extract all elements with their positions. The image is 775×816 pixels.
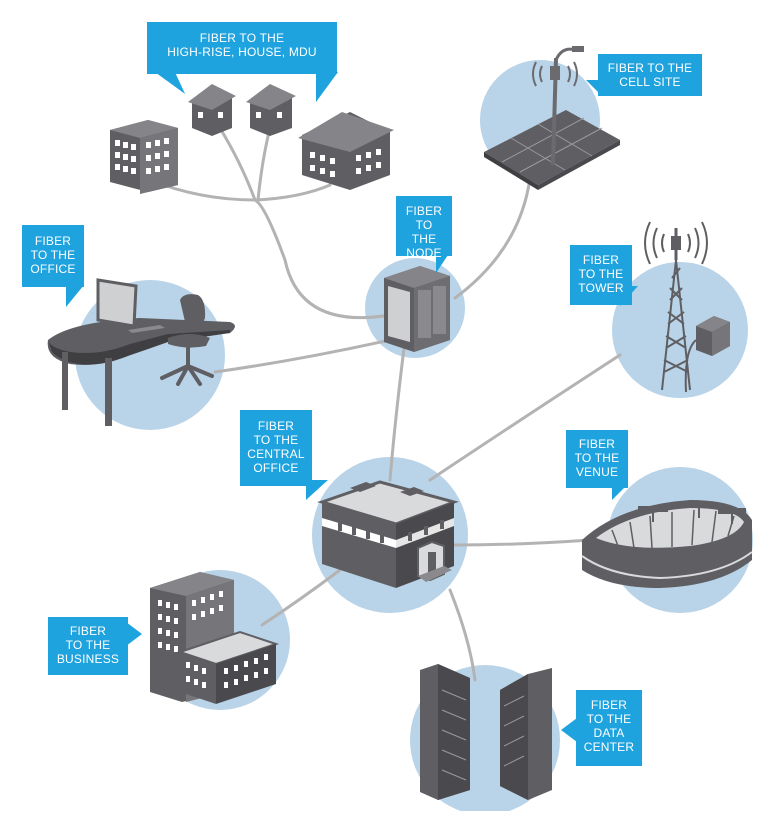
line-co-to-tower [428, 353, 622, 482]
line-co-to-datacenter [448, 588, 477, 682]
line-co-to-node [388, 338, 407, 482]
callout-fiber-to-the-data-center: FIBER TO THE DATA CENTER [576, 690, 642, 766]
callout-cell-line-2: CELL SITE [619, 75, 681, 89]
streetlight-icon [484, 46, 620, 190]
callout-tower-line-3: TOWER [578, 281, 624, 295]
tower-circle [612, 262, 748, 398]
callout-mdu-line-1: FIBER TO THE [199, 31, 285, 45]
stadium-icon [581, 500, 753, 588]
line-node-to-office [213, 338, 392, 374]
callout-venue-line-2: TO THE [574, 451, 620, 465]
buildings-icon [110, 120, 178, 194]
callout-dc-line-2: TO THE [586, 712, 632, 726]
callout-venue-line-1: FIBER [578, 437, 616, 451]
server-racks-icon [420, 664, 552, 800]
callout-fiber-to-the-central-office: FIBER TO THE CENTRAL OFFICE [240, 410, 312, 486]
callout-fiber-to-mdu: FIBER TO THE HIGH-RISE, HOUSE, MDU [147, 22, 337, 74]
callout-co-line-2: TO THE [253, 433, 299, 447]
callout-fiber-to-the-office: FIBER TO THE OFFICE [22, 225, 84, 287]
line-node-to-cell [453, 176, 532, 300]
line-node-to-mdu [253, 198, 392, 320]
callout-fiber-to-the-tower: FIBER TO THE TOWER [570, 245, 632, 305]
callout-venue-line-3: VENUE [575, 465, 619, 479]
callout-fiber-to-the-node: FIBER TO THE NODE [396, 196, 452, 260]
callout-node-line-1: FIBER [405, 204, 443, 218]
business-buildings-icon [150, 572, 280, 704]
line-mdu-house2 [256, 126, 272, 202]
callout-office-line-1: FIBER [34, 234, 72, 248]
houses-icon [188, 84, 394, 190]
callout-node-line-3: NODE [406, 246, 442, 260]
callout-business-line-1: FIBER [69, 624, 107, 638]
central-office-icon [317, 480, 459, 588]
callout-business-line-2: TO THE [65, 638, 111, 652]
callout-tower-line-1: FIBER [582, 253, 620, 267]
callout-cell-line-1: FIBER TO THE [607, 61, 693, 75]
callout-dc-line-3: DATA [593, 726, 625, 740]
callout-fiber-to-the-venue: FIBER TO THE VENUE [566, 430, 628, 488]
fiber-lines [148, 123, 622, 682]
callout-dc-line-1: FIBER [590, 698, 628, 712]
line-co-to-venue [453, 538, 592, 547]
callout-business-line-3: BUSINESS [56, 652, 120, 666]
callout-dc-line-4: CENTER [583, 740, 635, 754]
callout-tail-venue [612, 484, 628, 500]
desk-icon [47, 278, 235, 426]
tower-icon [644, 221, 730, 393]
callout-node-line-2: TO THE [411, 218, 437, 246]
callout-tower-line-2: TO THE [578, 267, 624, 281]
callout-mdu-line-2: HIGH-RISE, HOUSE, MDU [167, 45, 317, 59]
callout-co-line-3: CENTRAL [247, 447, 305, 461]
callout-tail-data-center [561, 718, 577, 742]
callout-fiber-to-the-business: FIBER TO THE BUSINESS [48, 617, 128, 675]
callout-office-line-3: OFFICE [30, 262, 76, 276]
callout-tail-mdu-right [316, 72, 338, 102]
cabinet-icon [384, 266, 450, 352]
callout-fiber-to-cell-site: FIBER TO THE CELL SITE [598, 54, 702, 96]
callout-tail-business [126, 622, 142, 646]
callout-co-line-1: FIBER [257, 419, 295, 433]
callout-co-line-4: OFFICE [253, 461, 299, 475]
callout-office-line-2: TO THE [30, 248, 76, 262]
callout-tail-office [66, 285, 84, 307]
line-co-to-business [260, 568, 342, 627]
line-mdu-house1 [216, 123, 257, 202]
callout-tail-node [436, 255, 448, 273]
